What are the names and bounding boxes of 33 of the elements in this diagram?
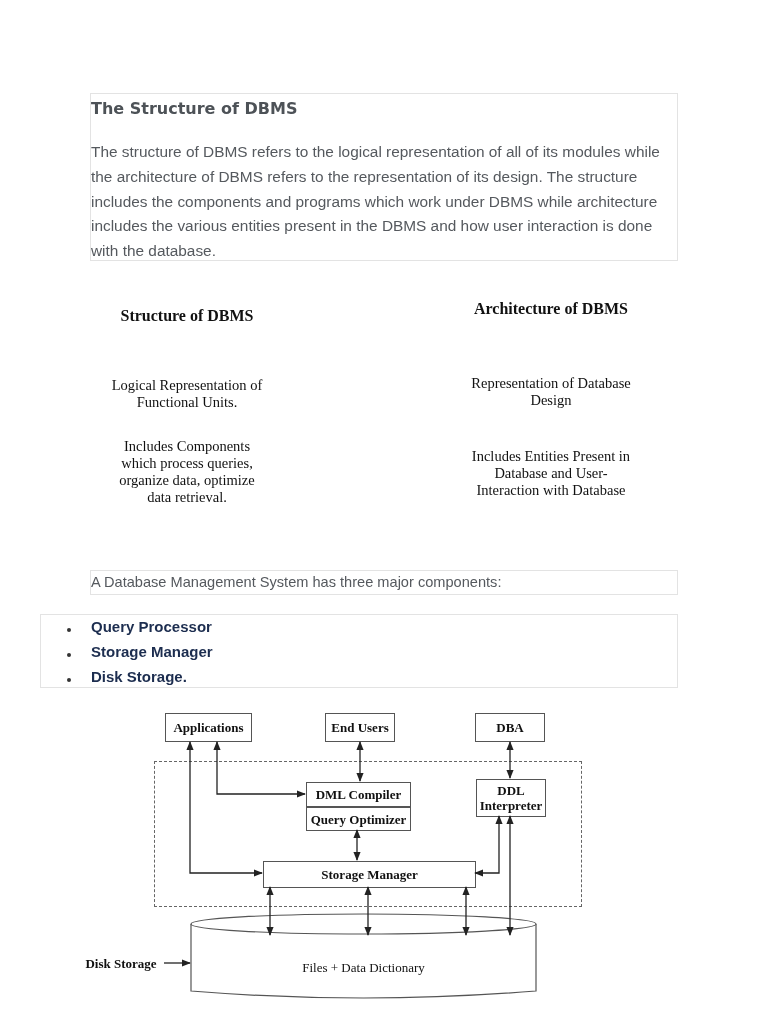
process-box: Applications: [165, 713, 252, 742]
process-box: DDL Interpreter: [476, 779, 546, 817]
double-headed-arrow: [506, 741, 514, 779]
description-text: Logical Representation of Functional Units.: [110, 377, 264, 411]
double-headed-arrow: [356, 741, 364, 782]
side-label: Disk Storage: [78, 954, 164, 972]
sentence: A Database Management System has three major components:: [91, 574, 502, 590]
process-box: Query Optimizer: [306, 807, 411, 831]
double-headed-arrow: [186, 741, 263, 877]
double-headed-arrow: [266, 886, 274, 936]
description-text: Includes Components which process queries, organize data, optimize data retrieval.: [118, 438, 256, 506]
heading: The Structure of DBMS: [91, 99, 298, 118]
process-box: DBA: [475, 713, 545, 742]
disk-storage-cylinder: Files + Data Dictionary: [190, 913, 537, 1001]
description-text: Representation of Database Design: [470, 375, 632, 409]
process-box: DML Compiler: [306, 782, 411, 807]
double-headed-arrow: [353, 829, 361, 861]
dashed-boundary-box: [154, 761, 582, 907]
description-text: Includes Entities Present in Database and User-Interaction with Database: [470, 448, 632, 499]
list-item: Storage Manager: [91, 643, 213, 660]
list-item: Disk Storage.: [91, 668, 187, 685]
double-headed-arrow: [462, 886, 470, 936]
double-headed-arrow: [506, 815, 514, 936]
double-headed-arrow: [364, 886, 372, 936]
arrow: [163, 959, 191, 967]
process-box: End Users: [325, 713, 395, 742]
process-box: Storage Manager: [263, 861, 476, 888]
double-headed-arrow: [474, 815, 503, 877]
double-headed-arrow: [213, 741, 306, 798]
column-heading: Structure of DBMS: [119, 307, 255, 325]
list-item: Query Processor: [91, 618, 212, 635]
paragraph: The structure of DBMS refers to the logical representation of all of its modules while the architecture of DBMS refers to the representation of its design. The structure includes the components and programs which work under DBMS while architecture includes the various entities present in the DBMS and how user interaction is done with the database.: [91, 142, 661, 262]
column-heading: Architecture of DBMS: [472, 300, 629, 318]
